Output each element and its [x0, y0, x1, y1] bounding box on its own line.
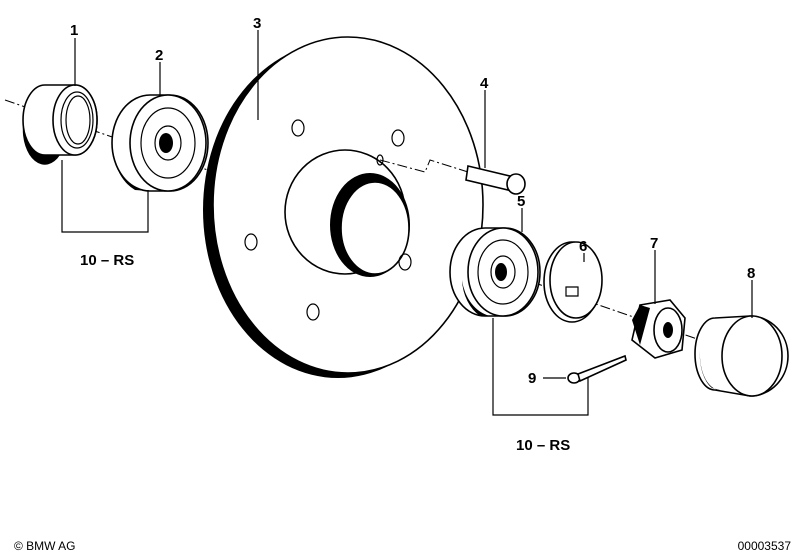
callout-2: 2	[155, 47, 163, 64]
diagram-number: 00003537	[737, 539, 791, 553]
set-label-2: 10 – RS	[516, 437, 570, 454]
callout-4: 4	[480, 75, 489, 92]
part-6-washer[interactable]	[543, 241, 603, 323]
part-7-castle-nut[interactable]	[631, 299, 686, 359]
callout-5: 5	[517, 193, 525, 210]
part-5-bearing[interactable]	[449, 227, 541, 317]
callout-1: 1	[70, 22, 78, 39]
callout-8: 8	[747, 265, 755, 282]
part-2-bearing[interactable]	[111, 94, 209, 192]
callout-3: 3	[253, 15, 261, 32]
callout-7: 7	[650, 235, 658, 252]
part-8-grease-cap[interactable]	[694, 315, 789, 397]
copyright-text: © BMW AG	[14, 539, 76, 553]
callout-9: 9	[528, 370, 536, 387]
set-bracket-1	[61, 160, 149, 233]
set-bracket-2	[492, 318, 589, 416]
part-9-cotter-pin[interactable]	[567, 354, 627, 384]
part-4-bolt[interactable]	[465, 165, 526, 195]
part-3-brake-disc[interactable]	[203, 36, 484, 378]
part-1-nut[interactable]	[22, 84, 98, 165]
callout-6: 6	[579, 238, 587, 255]
bolt-axis	[379, 159, 469, 173]
set-label-1: 10 – RS	[80, 252, 134, 269]
